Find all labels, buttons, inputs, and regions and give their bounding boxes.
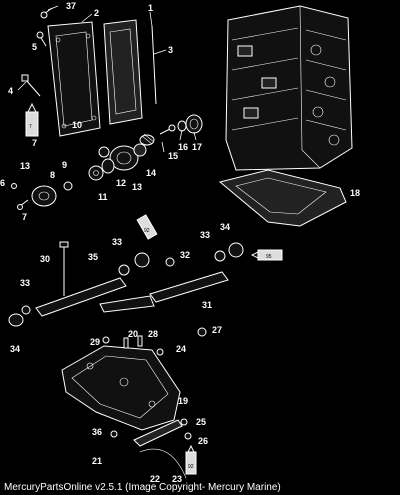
- sealant-tube-7[interactable]: 7: [25, 102, 39, 137]
- thermostat-spring[interactable]: [139, 133, 155, 146]
- cylinder-block[interactable]: [225, 5, 353, 171]
- thermostat-17[interactable]: [185, 114, 203, 134]
- grease-tube-23[interactable]: 92: [185, 444, 197, 475]
- callout-34b: 34: [10, 344, 20, 354]
- callout-37: 37: [66, 1, 76, 11]
- screw-7b[interactable]: [17, 199, 29, 210]
- callout-18: 18: [350, 188, 360, 198]
- callout-17: 17: [192, 142, 202, 152]
- callout-3: 3: [168, 45, 173, 55]
- callout-32: 32: [180, 250, 190, 260]
- washer-33c[interactable]: [21, 305, 31, 315]
- oring-22[interactable]: [139, 448, 187, 479]
- link-arm-35[interactable]: [35, 277, 127, 317]
- callout-29: 29: [90, 337, 100, 347]
- bushing-33b[interactable]: [214, 250, 226, 262]
- dowel-rod: [151, 25, 157, 105]
- callout-8: 8: [50, 170, 55, 180]
- pin-6[interactable]: [11, 183, 17, 189]
- bolt-15[interactable]: [159, 124, 176, 135]
- seal-16[interactable]: [177, 120, 187, 132]
- callout-31: 31: [202, 300, 212, 310]
- callout-33a: 33: [112, 237, 122, 247]
- bolt-30[interactable]: [59, 241, 69, 296]
- bushing-34a[interactable]: [134, 252, 150, 268]
- callout-20: 20: [128, 329, 138, 339]
- callout-10: 10: [72, 120, 82, 130]
- callout-4: 4: [8, 86, 13, 96]
- screw-5[interactable]: [36, 31, 47, 47]
- callout-24: 24: [176, 344, 186, 354]
- copyright-footer: MercuryPartsOnline v2.5.1 (Image Copyrig…: [4, 482, 281, 493]
- callout-27: 27: [212, 325, 222, 335]
- tube-label-92-upper: 92: [144, 228, 150, 234]
- callout-7b: 7: [22, 212, 27, 222]
- callout-26: 26: [198, 436, 208, 446]
- screw-37[interactable]: [40, 7, 53, 19]
- poppet-14[interactable]: [133, 143, 147, 157]
- poppet-cover-8[interactable]: [31, 185, 57, 207]
- callout-16: 16: [178, 142, 188, 152]
- tube-label-7: 7: [29, 124, 32, 130]
- callout-22: 22: [150, 474, 160, 484]
- leader-lines: [17, 5, 197, 153]
- callout-14: 14: [146, 168, 156, 178]
- callout-33b: 33: [200, 230, 210, 240]
- plug-29[interactable]: [102, 336, 110, 344]
- washer-9[interactable]: [63, 181, 73, 191]
- fitting-28[interactable]: [137, 335, 143, 347]
- callout-33c: 33: [20, 278, 30, 288]
- callout-13a: 13: [132, 182, 142, 192]
- bushing-33a[interactable]: [118, 264, 130, 276]
- callout-1: 1: [148, 3, 153, 13]
- seal-26[interactable]: [184, 432, 192, 440]
- seal-36[interactable]: [110, 430, 118, 438]
- fitting-20[interactable]: [123, 337, 129, 349]
- callout-35: 35: [88, 252, 98, 262]
- plug-24[interactable]: [156, 348, 164, 356]
- callout-9: 9: [62, 160, 67, 170]
- callout-5: 5: [32, 42, 37, 52]
- exhaust-cover-plate[interactable]: [47, 21, 101, 137]
- washer-10[interactable]: [88, 165, 104, 181]
- callout-numbers: 37 2 1 5 3 4 7 10 15 16 17 14 12 13 11 9…: [0, 1, 360, 484]
- callout-7a: 7: [32, 138, 37, 148]
- callout-15: 15: [168, 151, 178, 161]
- grommet-13a[interactable]: [98, 146, 110, 158]
- callout-25: 25: [196, 417, 206, 427]
- callout-30: 30: [40, 254, 50, 264]
- seal-21[interactable]: [133, 419, 183, 447]
- bolt-4[interactable]: [21, 74, 41, 97]
- callout-19: 19: [178, 396, 188, 406]
- callout-12: 12: [116, 178, 126, 188]
- plug-27[interactable]: [197, 327, 207, 337]
- poppet-cover-12[interactable]: [109, 145, 139, 171]
- callout-23: 23: [172, 474, 182, 484]
- bushing-34b[interactable]: [228, 242, 244, 258]
- callout-6: 6: [0, 178, 5, 188]
- callout-34a: 34: [220, 222, 230, 232]
- diaphragm-11[interactable]: [101, 158, 115, 174]
- callout-2: 2: [94, 8, 99, 18]
- callout-28: 28: [148, 329, 158, 339]
- lever-31[interactable]: [99, 271, 229, 313]
- crankcase-cover-19[interactable]: [61, 345, 181, 431]
- grease-tube-92[interactable]: 92: [136, 214, 158, 240]
- fitting-32[interactable]: [165, 257, 175, 267]
- callout-13b: 13: [20, 161, 30, 171]
- callout-11: 11: [98, 192, 108, 202]
- callout-21: 21: [92, 456, 102, 466]
- bushing-34c[interactable]: [8, 313, 24, 327]
- grease-tube-95[interactable]: 95: [250, 249, 283, 261]
- adaptor-gasket-18[interactable]: [218, 169, 347, 227]
- tube-label-92-lower: 92: [188, 464, 194, 470]
- callout-36: 36: [92, 427, 102, 437]
- seal-25[interactable]: [180, 418, 188, 426]
- tube-label-95: 95: [266, 254, 272, 260]
- cover-gasket[interactable]: [103, 19, 143, 125]
